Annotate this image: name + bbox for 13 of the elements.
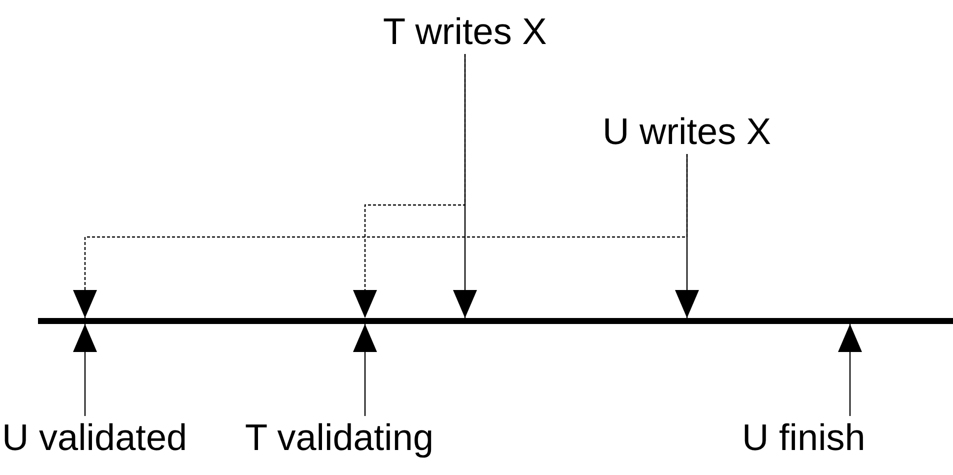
event-label: U validated [2, 418, 188, 458]
event-label: T validating [245, 418, 434, 458]
arrow [73, 324, 97, 416]
arrow [73, 154, 688, 318]
timeline-bar [38, 318, 953, 324]
arrow [675, 154, 699, 318]
arrow [453, 54, 477, 318]
arrow [838, 324, 862, 416]
event-label: T writes X [383, 12, 547, 52]
arrow [353, 54, 466, 318]
arrow [353, 324, 377, 416]
event-label: U writes X [602, 112, 772, 152]
event-label: U finish [742, 418, 866, 458]
